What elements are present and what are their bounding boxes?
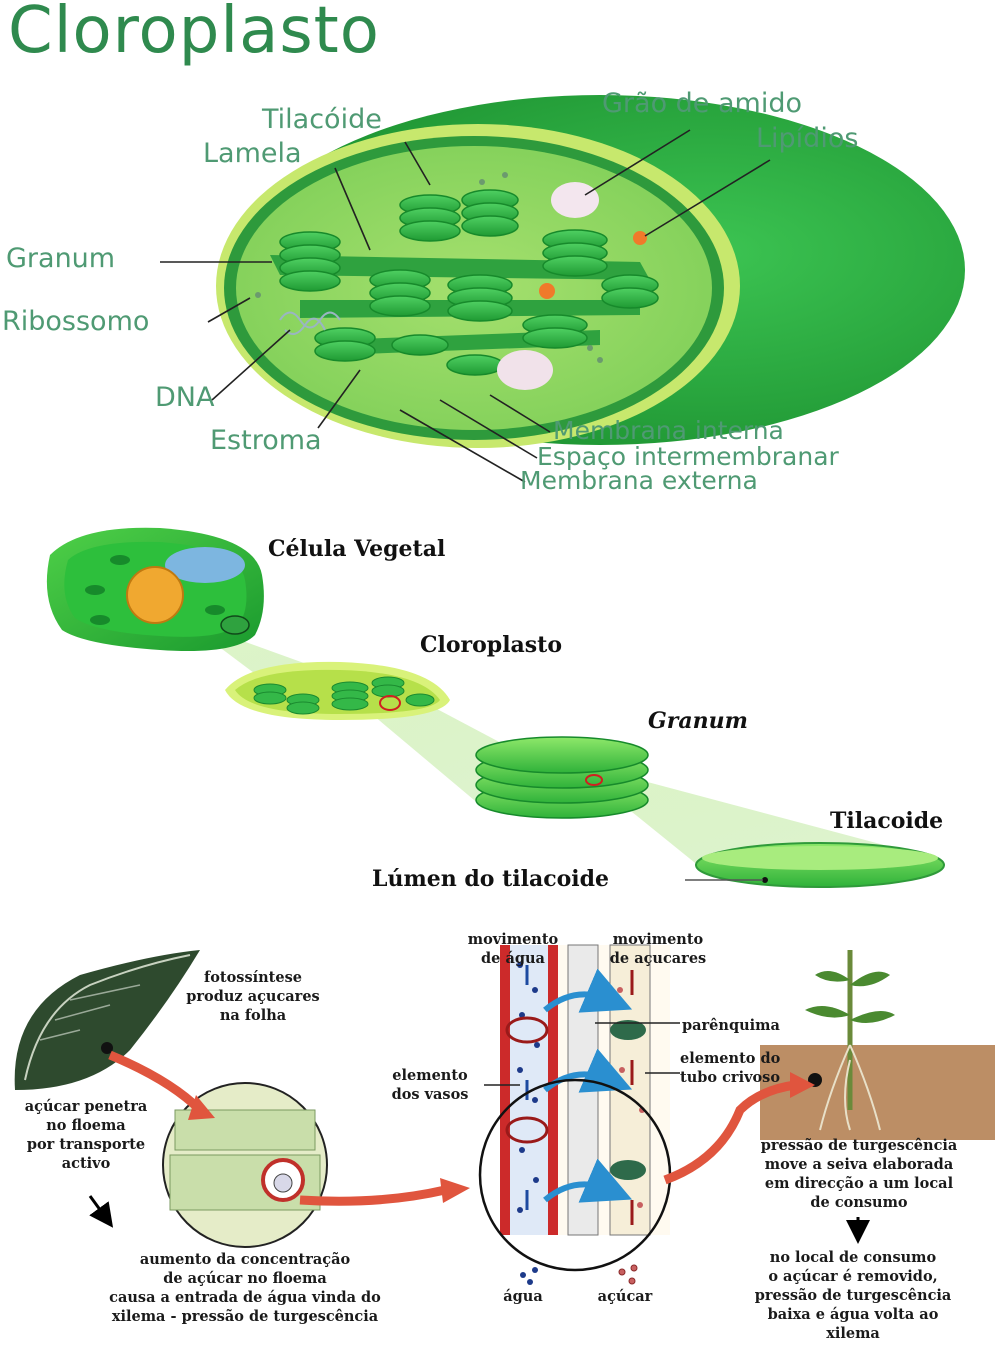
- label-grao-de-amido: Grão de amido: [602, 88, 803, 119]
- label-granum: Granum: [6, 243, 116, 274]
- label-local-consumo: no local de consumo o açúcar é removido,…: [754, 1249, 952, 1342]
- label-acucar: açúcar: [597, 1288, 653, 1305]
- label-movimento-agua: movimento de água: [467, 931, 559, 967]
- label-acucar-penetra: açúcar penetra no floema por transporte …: [24, 1098, 148, 1172]
- leader-lines: [160, 129, 771, 483]
- label-cloroplasto: Cloroplasto: [420, 632, 563, 658]
- label-aumento-concentracao: aumento da concentração de açúcar no flo…: [109, 1251, 381, 1325]
- label-granum-italic: Granum: [648, 708, 748, 734]
- label-ribossomo: Ribossomo: [2, 306, 150, 337]
- label-lumen: Lúmen do tilacoide: [372, 866, 610, 892]
- label-espaco-intermembranar: Espaço intermembranar: [537, 442, 839, 471]
- label-lamela: Lamela: [203, 138, 302, 169]
- page-title: Cloroplasto: [8, 0, 380, 68]
- label-estroma: Estroma: [210, 425, 322, 456]
- label-membrana-interna: Membrana interna: [553, 416, 784, 445]
- label-pressao-turgescencia: pressão de turgescência move a seiva ela…: [760, 1137, 958, 1211]
- label-dna: DNA: [155, 382, 215, 413]
- label-movimento-acucares: movimento de açucares: [609, 931, 707, 967]
- chloroplast-illustration: [216, 95, 965, 448]
- label-lipidios: Lipídios: [756, 123, 859, 154]
- phloem-illustration: [14, 944, 995, 1285]
- label-celula-vegetal: Célula Vegetal: [268, 536, 446, 562]
- label-elemento-vasos: elemento dos vasos: [391, 1067, 469, 1103]
- label-agua: água: [503, 1288, 543, 1305]
- label-elemento-tubo: elemento do tubo crivoso: [680, 1050, 781, 1086]
- label-membrana-externa: Membrana externa: [520, 466, 758, 495]
- label-tilacoide-2: Tilacoide: [830, 808, 944, 834]
- hierarchy-illustration: [46, 527, 945, 888]
- label-tilacoide: Tilacóide: [262, 104, 382, 135]
- label-fotossintese: fotossíntese produz açucares na folha: [186, 969, 320, 1024]
- label-parenquima: parênquima: [682, 1017, 780, 1034]
